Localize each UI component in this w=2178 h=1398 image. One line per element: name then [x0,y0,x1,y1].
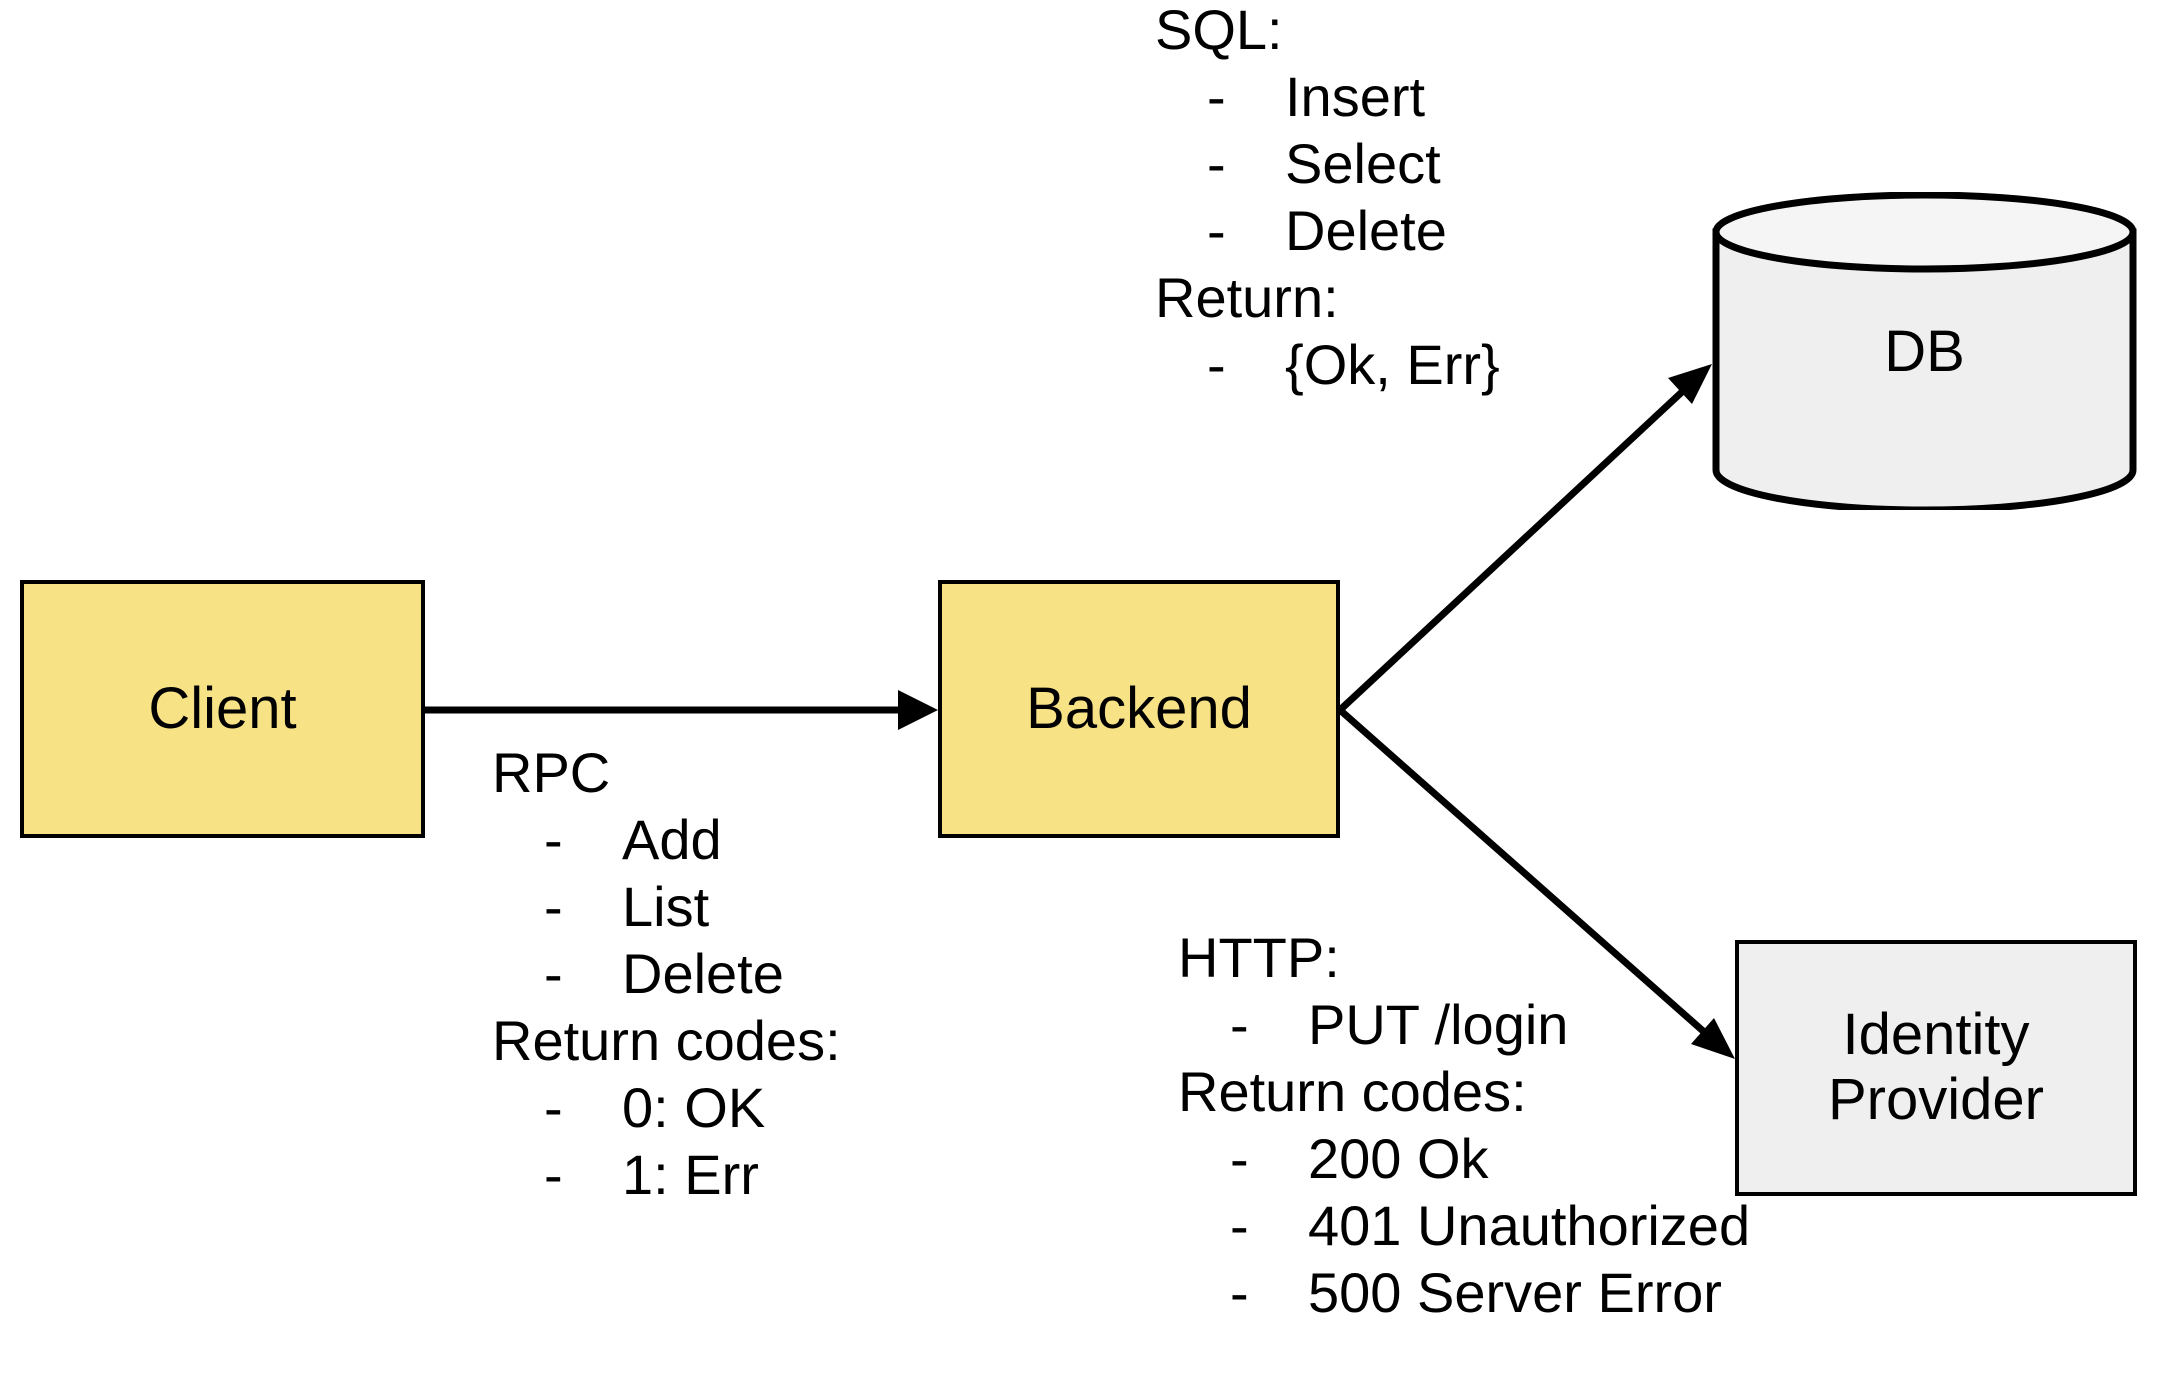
http-heading: HTTP: [1178,926,1340,989]
edge-client-to-backend [425,690,938,730]
rpc-item-label: List [622,875,710,938]
http-returns-heading: Return codes: [1178,1060,1527,1123]
bullet-dash: - [1207,132,1226,195]
sql-item-label: Insert [1285,65,1426,128]
bullet-dash: - [544,1143,563,1206]
node-identity-provider[interactable]: Identity Provider [1735,940,2137,1196]
annotation-rpc: RPC - Add - List - Delete Return codes: … [492,745,841,1214]
bullet-dash: - [544,942,563,1005]
http-return-label: 200 Ok [1308,1127,1489,1190]
sql-return-item: - {Ok, Err} [1155,337,1500,393]
rpc-heading: RPC [492,741,611,804]
node-db[interactable]: DB [1712,192,2137,510]
node-client-label: Client [148,675,297,741]
bullet-dash: - [1230,993,1249,1056]
sql-item: - Select [1155,136,1500,192]
bullet-dash: - [544,808,563,871]
rpc-item: - Add [492,812,841,868]
rpc-return-label: 1: Err [622,1143,759,1206]
rpc-item-label: Delete [622,942,784,1005]
http-item-label: PUT /login [1308,993,1569,1056]
edge-backend-to-db [1337,364,1712,713]
node-backend-label: Backend [1026,675,1252,741]
database-cylinder-icon [1712,192,2137,510]
node-identity-provider-label: Identity Provider [1828,1002,2044,1132]
annotation-http: HTTP: - PUT /login Return codes: - 200 O… [1178,930,1750,1332]
http-return-item: - 200 Ok [1178,1131,1750,1187]
rpc-item-label: Add [622,808,722,871]
sql-heading: SQL: [1155,0,1283,61]
bullet-dash: - [544,875,563,938]
bullet-dash: - [1230,1194,1249,1257]
node-db-label: DB [1884,318,1965,384]
node-client[interactable]: Client [20,580,425,838]
http-return-item: - 401 Unauthorized [1178,1198,1750,1254]
edge-backend-to-identity-provider [1337,707,1735,1059]
node-backend[interactable]: Backend [938,580,1340,838]
rpc-return-item: - 0: OK [492,1080,841,1136]
bullet-dash: - [1230,1261,1249,1324]
sql-return-label: {Ok, Err} [1285,333,1500,396]
rpc-return-item: - 1: Err [492,1147,841,1203]
sql-item-label: Select [1285,132,1441,195]
http-item: - PUT /login [1178,997,1750,1053]
http-return-label: 401 Unauthorized [1308,1194,1751,1257]
rpc-item: - List [492,879,841,935]
sql-returns-heading: Return: [1155,266,1339,329]
sql-item: - Delete [1155,203,1500,259]
rpc-return-label: 0: OK [622,1076,766,1139]
http-return-label: 500 Server Error [1308,1261,1722,1324]
bullet-dash: - [1207,199,1226,262]
sql-item-label: Delete [1285,199,1447,262]
bullet-dash: - [1230,1127,1249,1190]
http-return-item: - 500 Server Error [1178,1265,1750,1321]
bullet-dash: - [1207,65,1226,128]
rpc-item: - Delete [492,946,841,1002]
bullet-dash: - [544,1076,563,1139]
rpc-returns-heading: Return codes: [492,1009,841,1072]
bullet-dash: - [1207,333,1226,396]
annotation-sql: SQL: - Insert - Select - Delete Return: … [1155,2,1500,404]
sql-item: - Insert [1155,69,1500,125]
